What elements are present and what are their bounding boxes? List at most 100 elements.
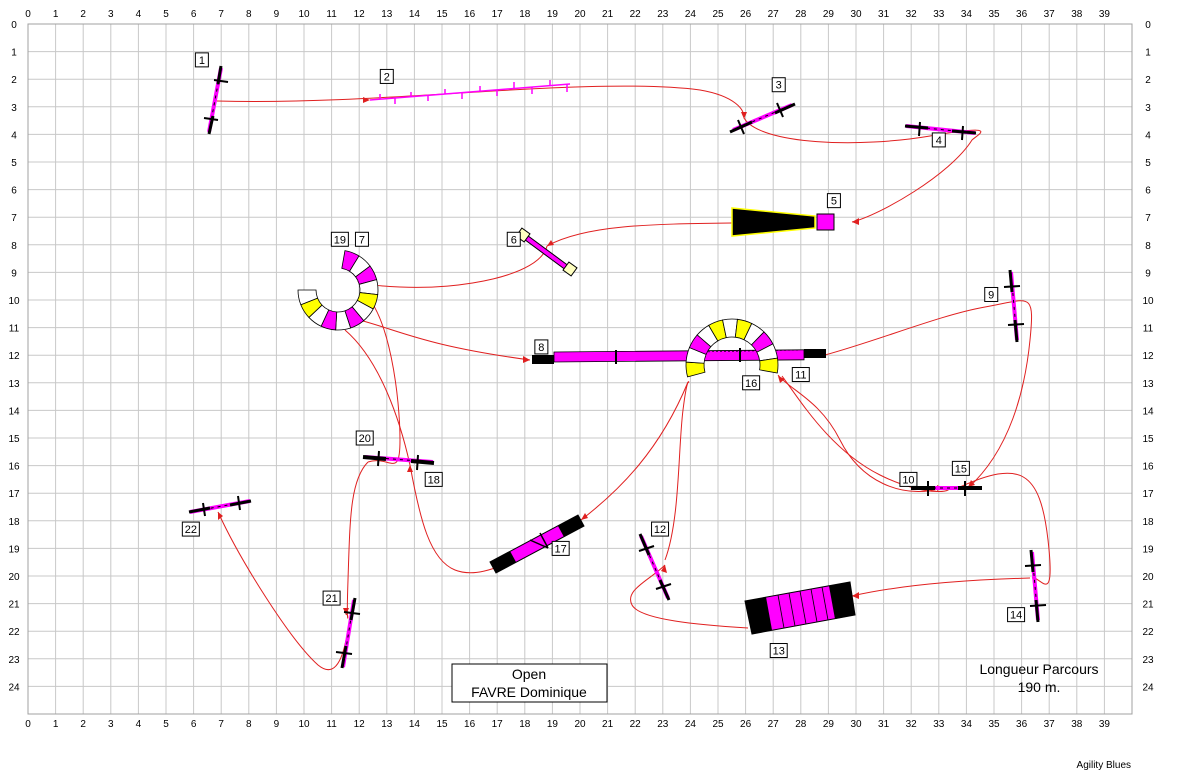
tunnel-segment [685,361,706,378]
obstacle-number-text: 19 [334,234,346,246]
arrow-marker [363,97,370,103]
x-axis-label: 31 [878,9,890,20]
y-axis-label: 6 [11,186,17,197]
obstacle-number-text: 6 [511,234,517,246]
obstacle-number: 4 [931,132,946,148]
arrow-marker [547,240,554,246]
y-axis-label: 23 [1142,655,1154,666]
y-axis-label: 13 [8,379,20,390]
obstacle-aframe-17 [489,514,585,574]
obstacle-number-text: 21 [325,593,337,605]
x-axis-label: 10 [298,9,310,20]
y-axis-label: 19 [8,544,20,555]
obstacle-number: 11 [791,367,810,383]
path-segment [216,85,745,119]
arrow-marker [407,465,413,472]
obstacle-jump-9 [1003,269,1025,343]
x-axis-label: 26 [740,719,752,730]
obstacle-number: 18 [424,471,443,487]
y-axis-label: 22 [8,627,20,638]
path-segment [851,577,1031,597]
y-axis-label: 11 [1143,324,1154,335]
x-axis-label: 2 [80,719,86,730]
obstacle-jump-18-20 [362,450,435,471]
x-axis-label: 10 [298,719,310,730]
x-axis-label: 19 [547,9,559,20]
x-axis-label: 33 [933,9,945,20]
obstacle-number-text: 3 [776,80,782,92]
obstacle-number-text: 18 [428,474,440,486]
y-axis-label: 6 [1145,186,1151,197]
obstacle-jump-21 [335,597,361,669]
y-axis-label: 23 [8,655,20,666]
arrow-marker [661,565,667,573]
obstacle-number: 13 [769,643,788,659]
x-axis-label: 38 [1071,9,1083,20]
arrow-marker [968,480,975,487]
tunnel-segment [759,357,779,374]
y-axis-label: 1 [1145,48,1151,59]
y-axis-label: 5 [1145,158,1151,169]
x-axis-label: 25 [712,9,724,20]
y-axis-label: 21 [8,600,20,611]
path-segment [351,317,531,361]
y-axis-label: 2 [1145,75,1151,86]
x-axis-label: 28 [795,719,807,730]
obstacle-number-text: 11 [795,370,806,382]
x-axis-label: 29 [823,719,835,730]
judge-name: FAVRE Dominique [471,684,587,700]
obstacle-jump-22 [188,495,252,517]
arrow-marker [523,356,530,363]
path-segment [824,300,1033,489]
x-axis-label: 24 [685,719,697,730]
x-axis-label: 39 [1099,9,1111,20]
x-axis-label: 25 [712,719,724,730]
x-axis-label: 15 [436,719,448,730]
arrow-marker [218,512,223,520]
y-axis-label: 9 [1145,268,1151,279]
obstacle-number: 7 [354,231,369,247]
y-axis-label: 11 [9,324,20,335]
x-axis-label: 17 [492,719,504,730]
x-axis-label: 5 [163,719,169,730]
x-axis-label: 36 [1016,9,1028,20]
x-axis-label: 1 [53,9,59,20]
x-axis-label: 7 [218,719,224,730]
x-axis-label: 2 [80,9,86,20]
y-axis-label: 8 [1145,241,1151,252]
x-axis-label: 30 [850,719,862,730]
obstacle-number: 1 [194,52,209,68]
x-axis-label: 12 [354,9,366,20]
obstacle-number-text: 5 [831,196,837,208]
y-axis-label: 7 [11,213,17,224]
obstacle-number-text: 13 [773,646,785,658]
x-axis-label: 35 [988,719,1000,730]
x-axis-label: 20 [574,9,586,20]
path-segment [664,381,690,561]
obstacle-number: 2 [379,68,394,84]
y-axis-label: 4 [1145,130,1151,141]
x-axis-label: 33 [933,719,945,730]
x-axis-label: 17 [492,9,504,20]
y-axis-label: 1 [11,48,17,59]
obstacle-number: 6 [506,231,521,247]
x-axis-label: 21 [602,719,614,730]
x-axis-label: 18 [519,719,531,730]
x-axis-label: 7 [218,9,224,20]
x-axis-label: 20 [574,719,586,730]
x-axis-label: 26 [740,9,752,20]
course-class: Open [512,666,546,682]
x-axis-label: 1 [53,719,59,730]
x-axis-label: 23 [657,719,669,730]
x-axis-label: 3 [108,719,114,730]
path-segment [743,117,982,223]
course-length-label: Longueur Parcours [979,661,1098,677]
obstacle-dogwalk-8 [532,348,826,364]
x-axis-label: 13 [381,719,393,730]
arrow-marker [778,376,785,383]
y-axis-label: 9 [11,268,17,279]
y-axis-label: 8 [11,241,17,252]
